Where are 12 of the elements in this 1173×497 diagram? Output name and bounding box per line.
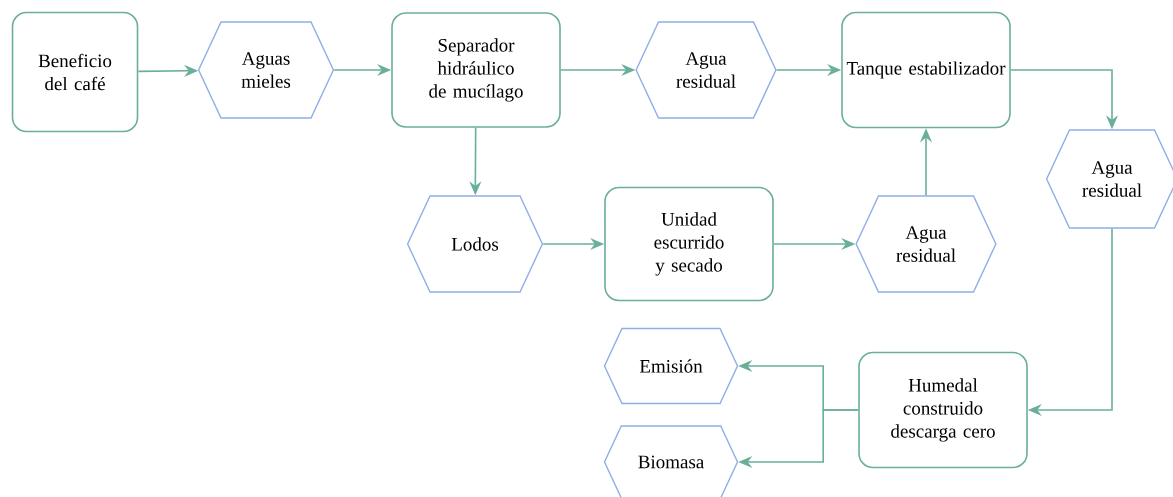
stream-hexagon: Aguas mieles (197, 21, 335, 119)
stream-hexagon: Agua residual (635, 21, 777, 119)
stream-hexagon: Agua residual (1045, 129, 1173, 229)
process-box: Humedal construido descarga cero (858, 351, 1028, 469)
process-box: Separador hidráulico de mucílago (391, 12, 561, 128)
process-box: Unidad escurrido y secado (604, 186, 774, 302)
process-box: Tanque estabilizador (841, 11, 1011, 129)
stream-hexagon: Lodos (406, 195, 544, 293)
stream-hexagon: Agua residual (855, 195, 997, 293)
stream-hexagon: Emisión (603, 327, 739, 405)
stream-hexagon: Biomasa (603, 425, 739, 497)
process-box: Beneficio del café (11, 11, 139, 133)
